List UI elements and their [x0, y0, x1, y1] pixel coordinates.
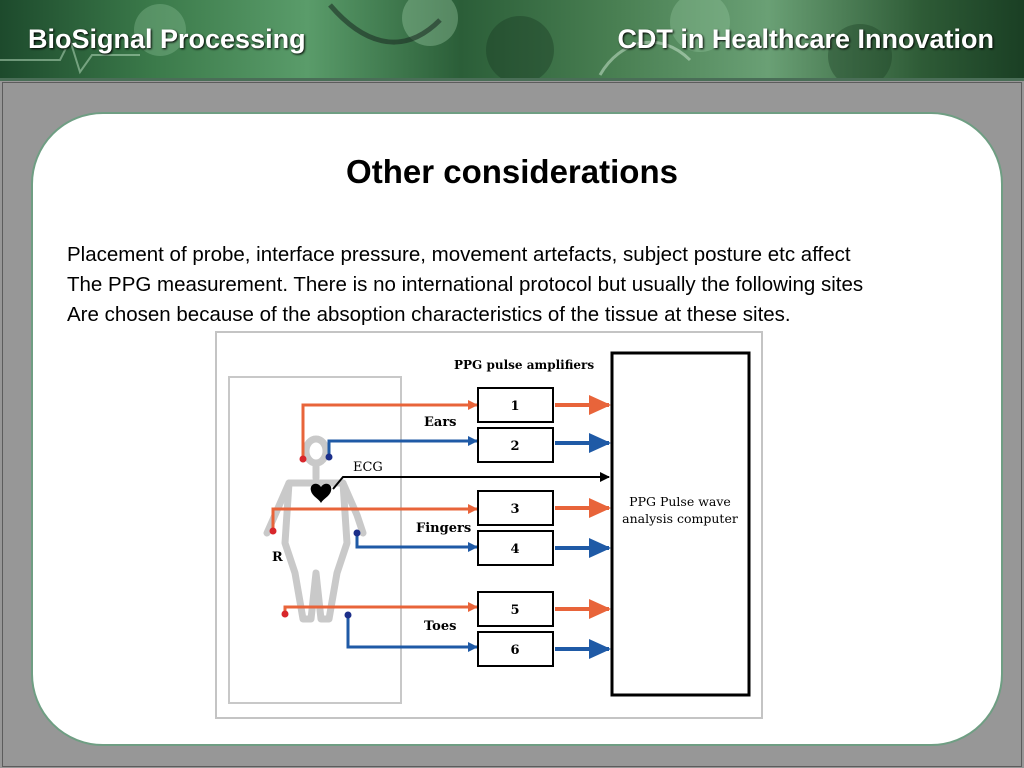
amplifier-label-6: 6 — [510, 643, 519, 658]
finger-sensor-red — [269, 527, 277, 535]
amplifier-label-5: 5 — [510, 603, 519, 618]
body-line-1: Placement of probe, interface pressure, … — [67, 243, 851, 266]
toe-sensor-red — [281, 610, 289, 618]
ppg-setup-diagram: Ears ECG Fingers Toes R PPG pulse amplif… — [215, 331, 763, 719]
finger-right-lead — [355, 533, 478, 552]
header-right-title: CDT in Healthcare Innovation — [617, 24, 994, 54]
body-line-3: Are chosen because of the absoption char… — [67, 303, 791, 326]
ear-left-lead — [301, 400, 478, 459]
amplifiers-heading: PPG pulse amplifiers — [454, 358, 594, 372]
header-left-title: BioSignal Processing — [28, 24, 306, 54]
header-divider — [0, 78, 1024, 81]
fingers-label: Fingers — [416, 521, 471, 536]
ear-right-lead — [327, 436, 478, 457]
subject-box — [228, 376, 402, 704]
ppg-diagram-svg: Ears ECG Fingers Toes R PPG pulse amplif… — [228, 351, 751, 704]
computer-label-line1: PPG Pulse wave — [629, 494, 731, 509]
header-medical-collage-icon — [0, 0, 892, 80]
amplifier-box-1 — [477, 387, 554, 423]
analysis-computer-box — [610, 351, 751, 697]
toes-label: Toes — [424, 619, 456, 634]
body-line-2: The PPG measurement. There is no interna… — [67, 273, 864, 296]
slide-frame-border — [2, 82, 1022, 767]
finger-left-lead — [271, 504, 478, 531]
human-body-icon — [263, 435, 367, 623]
heart-icon — [310, 483, 332, 503]
side-label: R — [272, 550, 283, 565]
ecg-lead — [332, 472, 610, 490]
ear-sensor-red — [299, 455, 307, 463]
ear-sensor-blue — [325, 453, 333, 461]
header-banner: BioSignal Processing CDT in Healthcare I… — [0, 0, 1024, 80]
amplifier-box-3 — [477, 490, 554, 526]
toe-sensor-blue — [344, 611, 352, 619]
slide-title: Other considerations — [346, 153, 678, 190]
finger-sensor-blue — [353, 529, 361, 537]
amplifier-label-2: 2 — [510, 439, 519, 454]
ears-label: Ears — [424, 415, 457, 430]
amplifier-label-4: 4 — [510, 542, 519, 557]
amplifier-box-4 — [477, 530, 554, 566]
amplifier-box-5 — [477, 591, 554, 627]
ecg-label: ECG — [353, 460, 383, 475]
amplifier-label-3: 3 — [510, 502, 519, 517]
amplifier-box-2 — [477, 427, 554, 463]
amplifier-label-1: 1 — [510, 399, 519, 414]
body-text: Placement of probe, interface pressure, … — [67, 240, 987, 330]
computer-label-line2: analysis computer — [622, 511, 738, 526]
toe-right-lead — [346, 615, 478, 652]
amplifier-box-6 — [477, 631, 554, 667]
